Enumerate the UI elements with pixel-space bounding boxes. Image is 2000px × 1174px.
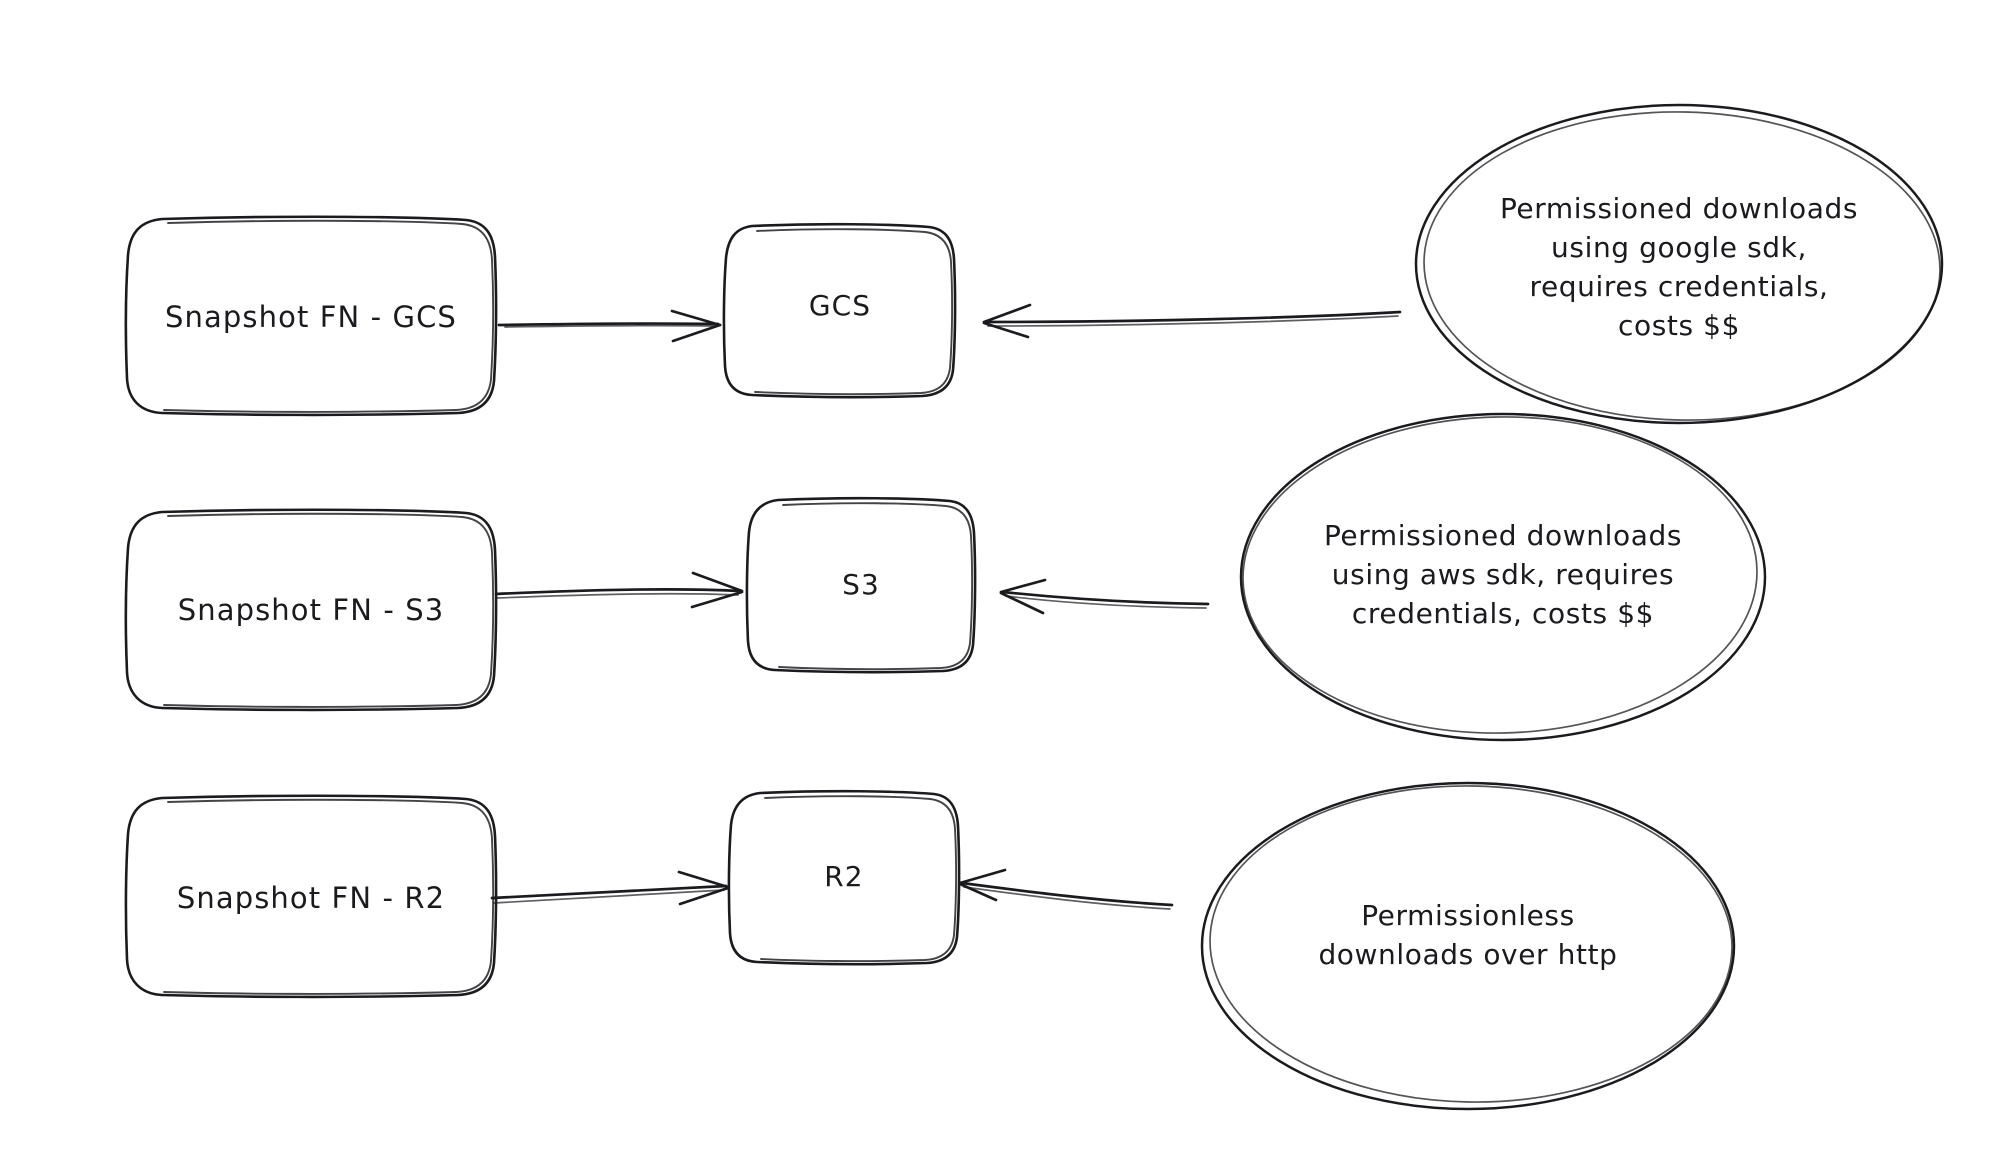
annotation-gcs-note-line-2: using google sdk, xyxy=(1551,231,1807,264)
annotation-s3-note-line-3: credentials, costs $$ xyxy=(1352,597,1654,630)
edge-snapshot-s3-to-s3 xyxy=(494,571,744,609)
annotation-s3-note-line-1: Permissioned downloads xyxy=(1324,519,1682,552)
annotation-r2-note-line-2: downloads over http xyxy=(1318,938,1617,971)
annotation-gcs-note[interactable]: Permissioned downloads using google sdk,… xyxy=(1414,103,1944,425)
edge-snapshot-r2-to-r2 xyxy=(490,870,730,906)
node-label-snapshot-fn-r2: Snapshot FN - R2 xyxy=(177,881,445,915)
node-s3[interactable]: S3 xyxy=(745,496,977,674)
edge-r2-note-to-r2 xyxy=(958,868,1174,910)
annotation-r2-note[interactable]: Permissionless downloads over http xyxy=(1200,781,1736,1111)
edge-gcs-note-to-gcs xyxy=(982,303,1402,339)
annotation-gcs-note-line-1: Permissioned downloads xyxy=(1500,192,1858,225)
annotation-r2-note-line-1: Permissionless xyxy=(1361,899,1575,932)
annotation-s3-note[interactable]: Permissioned downloads using aws sdk, re… xyxy=(1239,412,1767,742)
node-snapshot-fn-s3[interactable]: Snapshot FN - S3 xyxy=(124,508,498,712)
node-label-gcs: GCS xyxy=(809,289,871,322)
node-gcs[interactable]: GCS xyxy=(722,222,957,399)
node-r2[interactable]: R2 xyxy=(727,789,961,966)
annotation-s3-note-line-2: using aws sdk, requires xyxy=(1332,558,1674,591)
annotation-gcs-note-line-4: costs $$ xyxy=(1618,309,1740,342)
edge-s3-note-to-s3 xyxy=(999,578,1210,615)
node-label-s3: S3 xyxy=(842,568,880,601)
annotation-gcs-note-line-3: requires credentials, xyxy=(1529,270,1828,303)
edge-snapshot-gcs-to-gcs xyxy=(497,309,722,343)
node-label-snapshot-fn-gcs: Snapshot FN - GCS xyxy=(165,300,457,334)
node-snapshot-fn-gcs[interactable]: Snapshot FN - GCS xyxy=(124,215,498,417)
node-label-snapshot-fn-s3: Snapshot FN - S3 xyxy=(178,593,445,627)
node-snapshot-fn-r2[interactable]: Snapshot FN - R2 xyxy=(124,794,498,999)
node-label-r2: R2 xyxy=(824,860,863,893)
